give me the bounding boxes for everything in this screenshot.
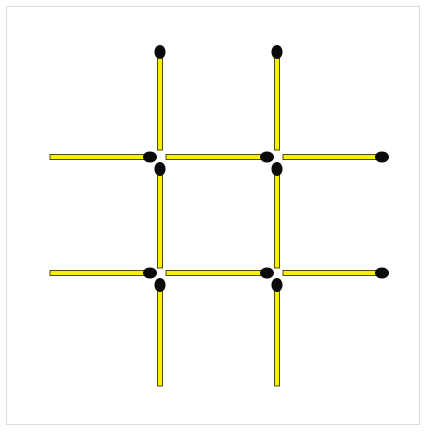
match-head [143, 268, 157, 279]
match-head [143, 152, 157, 163]
match-stick [166, 155, 267, 160]
match-stick [275, 52, 280, 150]
match-middle-right[interactable] [272, 162, 283, 268]
match-bottom-right[interactable] [272, 278, 283, 386]
match-top-left[interactable] [155, 45, 166, 150]
match-head [272, 278, 283, 292]
match-head [272, 45, 283, 59]
match-head [155, 162, 166, 176]
match-stick [275, 285, 280, 386]
match-stick [50, 155, 150, 160]
match-middle-left[interactable] [155, 162, 166, 268]
match-top-right[interactable] [272, 45, 283, 150]
match-row1-middle[interactable] [166, 152, 274, 163]
match-stick [283, 271, 382, 276]
match-head [260, 268, 274, 279]
match-row1-left[interactable] [50, 152, 157, 163]
match-bottom-left[interactable] [155, 278, 166, 386]
match-row2-left[interactable] [50, 268, 157, 279]
match-stick [158, 285, 163, 386]
match-head [272, 162, 283, 176]
match-stick [275, 169, 280, 268]
match-head [375, 152, 389, 163]
match-stick [158, 169, 163, 268]
match-head [155, 45, 166, 59]
match-head [260, 152, 274, 163]
match-stick [158, 52, 163, 150]
match-row2-middle[interactable] [166, 268, 274, 279]
match-stick [50, 271, 150, 276]
match-stick [166, 271, 267, 276]
match-row2-right[interactable] [283, 268, 389, 279]
match-row1-right[interactable] [283, 152, 389, 163]
match-head [375, 268, 389, 279]
match-stick [283, 155, 382, 160]
match-head [155, 278, 166, 292]
